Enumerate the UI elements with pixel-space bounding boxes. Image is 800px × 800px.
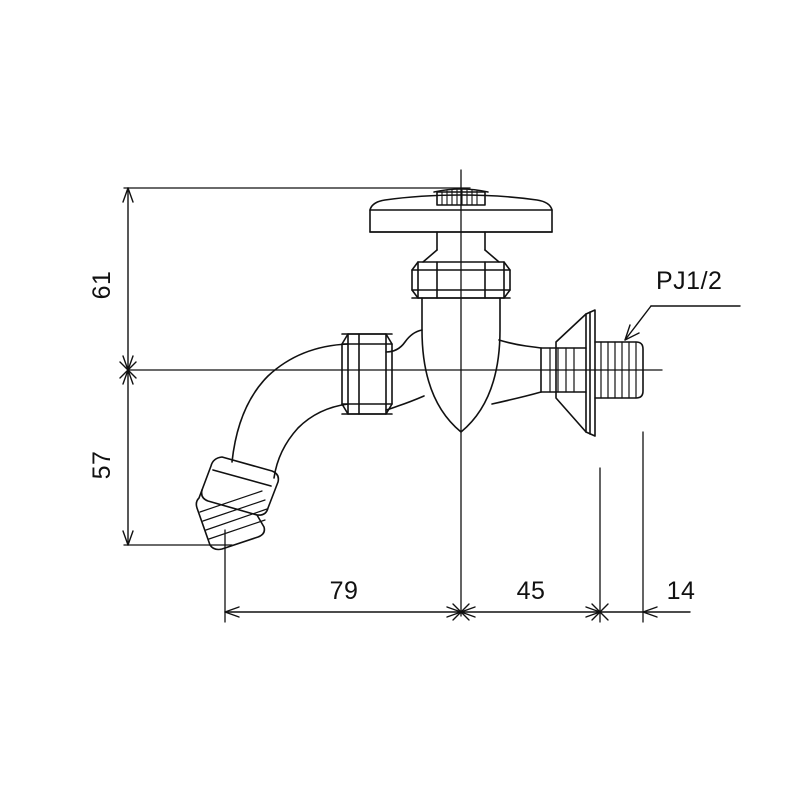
bonnet-nut bbox=[411, 261, 511, 299]
hose-adapter-ridge bbox=[212, 469, 272, 487]
dimension-label-45: 45 bbox=[517, 577, 546, 605]
inlet-pipe bbox=[540, 347, 587, 393]
inlet-thread-crests bbox=[600, 341, 637, 399]
inlet-pipe-edges bbox=[540, 347, 587, 393]
leader-diagonal bbox=[624, 305, 652, 341]
hose-adapter-threads bbox=[199, 490, 268, 540]
handle-dome bbox=[369, 194, 553, 233]
arrow-45-left bbox=[460, 606, 476, 618]
spout bbox=[231, 343, 349, 479]
dimension-label-57: 57 bbox=[88, 451, 116, 480]
dimension-label-14: 14 bbox=[667, 577, 696, 605]
hose-adapter-collar bbox=[200, 456, 280, 516]
handle-stem bbox=[422, 231, 500, 263]
handle-cap bbox=[433, 188, 489, 206]
arrow-14-left bbox=[642, 606, 658, 618]
handle-stem-sides bbox=[436, 231, 486, 251]
valve-body-bulb bbox=[421, 297, 501, 433]
escutcheon-cone bbox=[555, 313, 587, 433]
handle-cap-body bbox=[436, 191, 486, 206]
arrow-left-79 bbox=[224, 606, 240, 618]
spout-outer-curve bbox=[231, 343, 349, 463]
vertical-dimension-line bbox=[119, 187, 137, 546]
horizontal-dimension-line bbox=[224, 603, 691, 621]
thread-callout-label: PJ1/2 bbox=[656, 267, 722, 295]
arrow-79-right bbox=[446, 606, 462, 618]
body-right-lower bbox=[491, 391, 542, 405]
spout-nut-chamfers bbox=[341, 333, 393, 415]
dimension-extension-lines bbox=[123, 187, 644, 623]
dimension-label-79: 79 bbox=[330, 577, 359, 605]
handle-stem-taper bbox=[422, 249, 500, 263]
arrow-mid-down bbox=[122, 369, 134, 385]
hose-adapter-taper bbox=[195, 489, 266, 551]
inlet-thread-outline bbox=[594, 341, 644, 399]
centerlines bbox=[127, 169, 663, 617]
handle-cap-top bbox=[433, 188, 489, 193]
body-right-shoulder bbox=[498, 339, 542, 349]
handle-dome-outline bbox=[369, 194, 553, 233]
thread-callout-leader bbox=[624, 305, 741, 341]
spout-nut bbox=[341, 333, 393, 415]
inlet-thread bbox=[594, 341, 644, 399]
inlet-pipe-ribs bbox=[549, 347, 575, 393]
arrow-top bbox=[122, 187, 134, 203]
arrow-bottom bbox=[122, 530, 134, 546]
bonnet-nut-chamfers bbox=[411, 261, 511, 299]
dimension-label-61: 61 bbox=[88, 271, 116, 300]
arrow-mid-up bbox=[122, 355, 134, 371]
hose-adapter bbox=[195, 456, 280, 551]
leader-arrowhead bbox=[624, 324, 640, 341]
spout-inner-curve bbox=[273, 403, 349, 479]
handle-cap-knurl bbox=[441, 189, 478, 206]
arrow-45-right bbox=[585, 606, 601, 618]
